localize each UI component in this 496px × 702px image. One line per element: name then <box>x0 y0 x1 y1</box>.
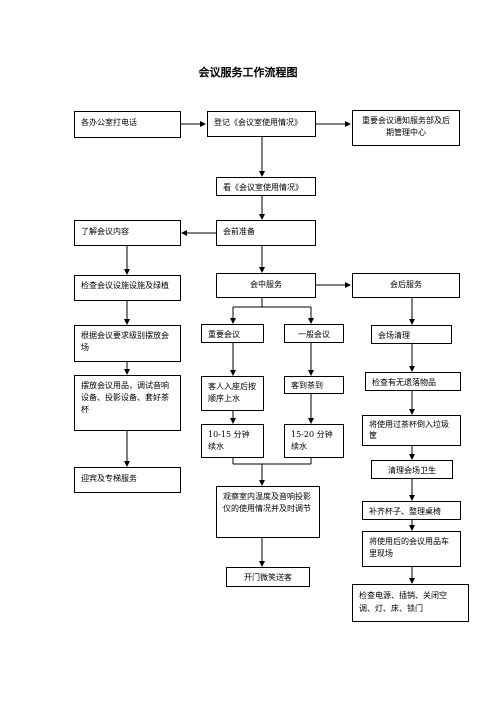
node-learn-content: 了解会议内容 <box>74 220 181 246</box>
node-return-supplies: 将使用后的会议用品车里现场 <box>362 531 461 567</box>
node-check-left-items: 检查有无遗落物品 <box>365 372 461 391</box>
node-office-call: 各办公室打电话 <box>74 111 181 138</box>
page-title: 会议服务工作流程图 <box>198 66 298 79</box>
node-check-facilities: 检查会议设施设施及绿植 <box>74 275 181 301</box>
node-venue-clearing: 会场清理 <box>371 325 452 344</box>
node-serve-after-seated: 客人入座后按顺序上水 <box>201 376 264 411</box>
node-notify-departments: 重要会议通知服务部及后期管理中心 <box>352 110 460 146</box>
node-refill-10-15: 10-15 分钟续水 <box>201 424 264 458</box>
node-send-off-guests: 开门微笑送客 <box>226 567 310 587</box>
node-refill-15-20: 15-20 分钟续水 <box>284 424 344 458</box>
node-restock-arrange: 补齐杯子、整理桌椅 <box>362 501 461 520</box>
node-power-lock-check: 检查电源、插销、关闭空调、灯、床、锁门 <box>352 584 469 622</box>
node-register-usage: 登记《会议室使用情况》 <box>207 111 316 137</box>
node-post-meeting-service: 会后服务 <box>352 273 460 298</box>
node-general-meeting: 一般会议 <box>284 324 344 343</box>
node-observe-adjust: 观察室内温度及音响投影仪的使用情况并及时调节 <box>216 486 320 538</box>
node-clean-venue: 清理会场卫生 <box>371 460 453 479</box>
node-tea-on-arrival: 客到茶到 <box>284 376 344 394</box>
node-set-supplies: 摆放会议用品，调试音响设备、投影设备、套好茶杯 <box>74 375 181 431</box>
node-view-usage: 看《会议室使用情况》 <box>216 177 316 196</box>
node-pre-meeting-prep: 会前准备 <box>216 220 316 246</box>
node-greet-elevator: 迎宾及专梯服务 <box>74 467 181 493</box>
node-empty-used-cups: 将使用过茶杯倒入垃圾筐 <box>362 415 461 446</box>
node-in-meeting-service: 会中服务 <box>216 273 316 298</box>
node-important-meeting: 重要会议 <box>201 324 264 343</box>
node-arrange-venue: 根据会议要求级别摆放会场 <box>74 325 181 362</box>
